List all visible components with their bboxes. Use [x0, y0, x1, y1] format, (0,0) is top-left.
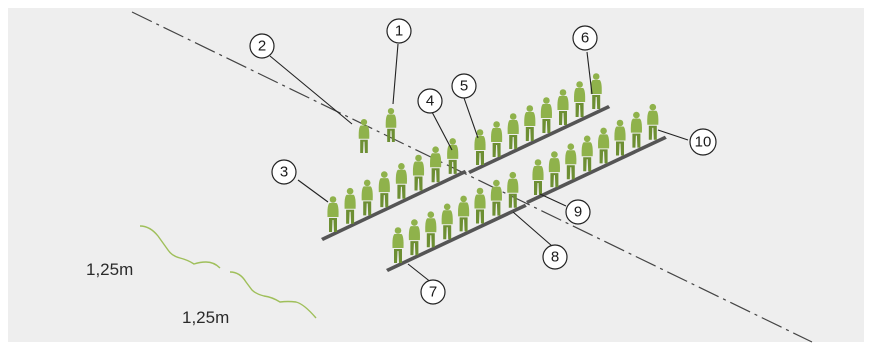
leader-line-5 [463, 97, 479, 139]
leader-line-1 [392, 43, 399, 105]
rank-bases [321, 105, 667, 272]
rank-left-front-soldier-1 [392, 227, 404, 263]
rank-left-front-soldier-6 [474, 187, 486, 224]
rank-left-front-soldier-5 [458, 195, 470, 232]
callout-9: 9 [565, 199, 591, 225]
rank-right-back-soldier-6 [557, 89, 569, 125]
rank-left-front-soldier-3 [425, 211, 437, 248]
rank-left-back-soldier-4 [378, 171, 390, 208]
callout-5: 5 [451, 73, 477, 99]
rank-left-back-soldier-6 [412, 154, 425, 191]
callout-2-label: 2 [258, 38, 266, 55]
spacing-braces [139, 225, 317, 319]
rank-left-front-base [386, 203, 527, 272]
callout-8-label: 8 [551, 249, 559, 266]
rank-left-front-soldier-4 [441, 203, 453, 240]
rank-left-back-soldier-2 [344, 187, 356, 224]
rank-right-back-soldier-5 [540, 97, 552, 133]
callout-8: 8 [542, 244, 568, 270]
callout-6-label: 6 [581, 30, 589, 47]
alignment-axis [131, 11, 813, 343]
commander-soldier [385, 107, 397, 142]
rank-right-front-soldier-6 [614, 119, 626, 156]
callout-3-label: 3 [280, 164, 288, 181]
rank-right-back-soldier-2 [491, 121, 503, 157]
leader-line-4 [431, 111, 453, 151]
rank-gap-brace [229, 271, 317, 319]
callout-10-label: 10 [695, 134, 712, 151]
callout-4: 4 [417, 88, 443, 114]
front-gap-brace [139, 225, 221, 269]
rank-left-back-soldier-7 [430, 146, 442, 183]
callout-7-label: 7 [429, 284, 437, 301]
rank-right-front-base [526, 135, 667, 204]
rank-left-front-soldier-8 [507, 171, 519, 208]
rank-right-back-soldier-4 [524, 105, 536, 141]
rank-right-front-soldier-4 [581, 135, 593, 172]
rank-right-front-soldier-7 [630, 111, 642, 148]
soldier-figures [327, 73, 659, 263]
callout-6: 6 [572, 25, 598, 51]
rank-left-back-soldier-8 [447, 138, 459, 174]
rank-right-back-base [468, 105, 611, 174]
callout-5-label: 5 [460, 78, 468, 95]
leader-lines [269, 43, 689, 284]
callout-10: 10 [689, 128, 717, 156]
rank-right-front-soldier-3 [565, 143, 577, 180]
callout-2: 2 [249, 33, 275, 59]
rank-left-back-base [321, 169, 467, 241]
callout-1-label: 1 [395, 23, 403, 40]
rank-right-front-soldier-2 [548, 151, 560, 188]
rank-right-back-soldier-3 [507, 113, 519, 149]
leader-line-10 [657, 129, 689, 141]
callout-1: 1 [386, 18, 412, 44]
rank-left-front-soldier-2 [408, 219, 420, 256]
callout-7: 7 [420, 279, 446, 305]
leader-line-7 [407, 263, 433, 284]
callout-4-label: 4 [426, 93, 434, 110]
rank-right-back-soldier-8 [590, 73, 602, 109]
leader-line-2 [269, 55, 353, 125]
rank-gap-label: 1,25m [182, 308, 229, 327]
leader-line-3 [297, 179, 329, 203]
leader-line-8 [512, 211, 553, 247]
rank-left-back-soldier-5 [395, 163, 407, 199]
guide-soldier [358, 118, 370, 153]
callout-9-label: 9 [574, 204, 582, 221]
rank-right-front-soldier-5 [598, 127, 610, 164]
rank-right-front-soldier-8 [647, 103, 659, 140]
rank-left-back-soldier-3 [361, 179, 373, 216]
leader-line-6 [586, 51, 593, 95]
rank-left-back-soldier-1 [327, 196, 339, 232]
rank-left-front-soldier-7 [490, 179, 502, 216]
leader-line-9 [539, 193, 567, 207]
callout-3: 3 [271, 159, 297, 185]
rank-right-back-soldier-1 [474, 129, 486, 165]
rank-right-back-soldier-7 [574, 81, 586, 117]
rank-right-front-soldier-1 [532, 159, 544, 195]
callout-markers: 1 2 3 4 5 6 7 [249, 18, 717, 305]
front-gap-label: 1,25m [86, 260, 133, 279]
